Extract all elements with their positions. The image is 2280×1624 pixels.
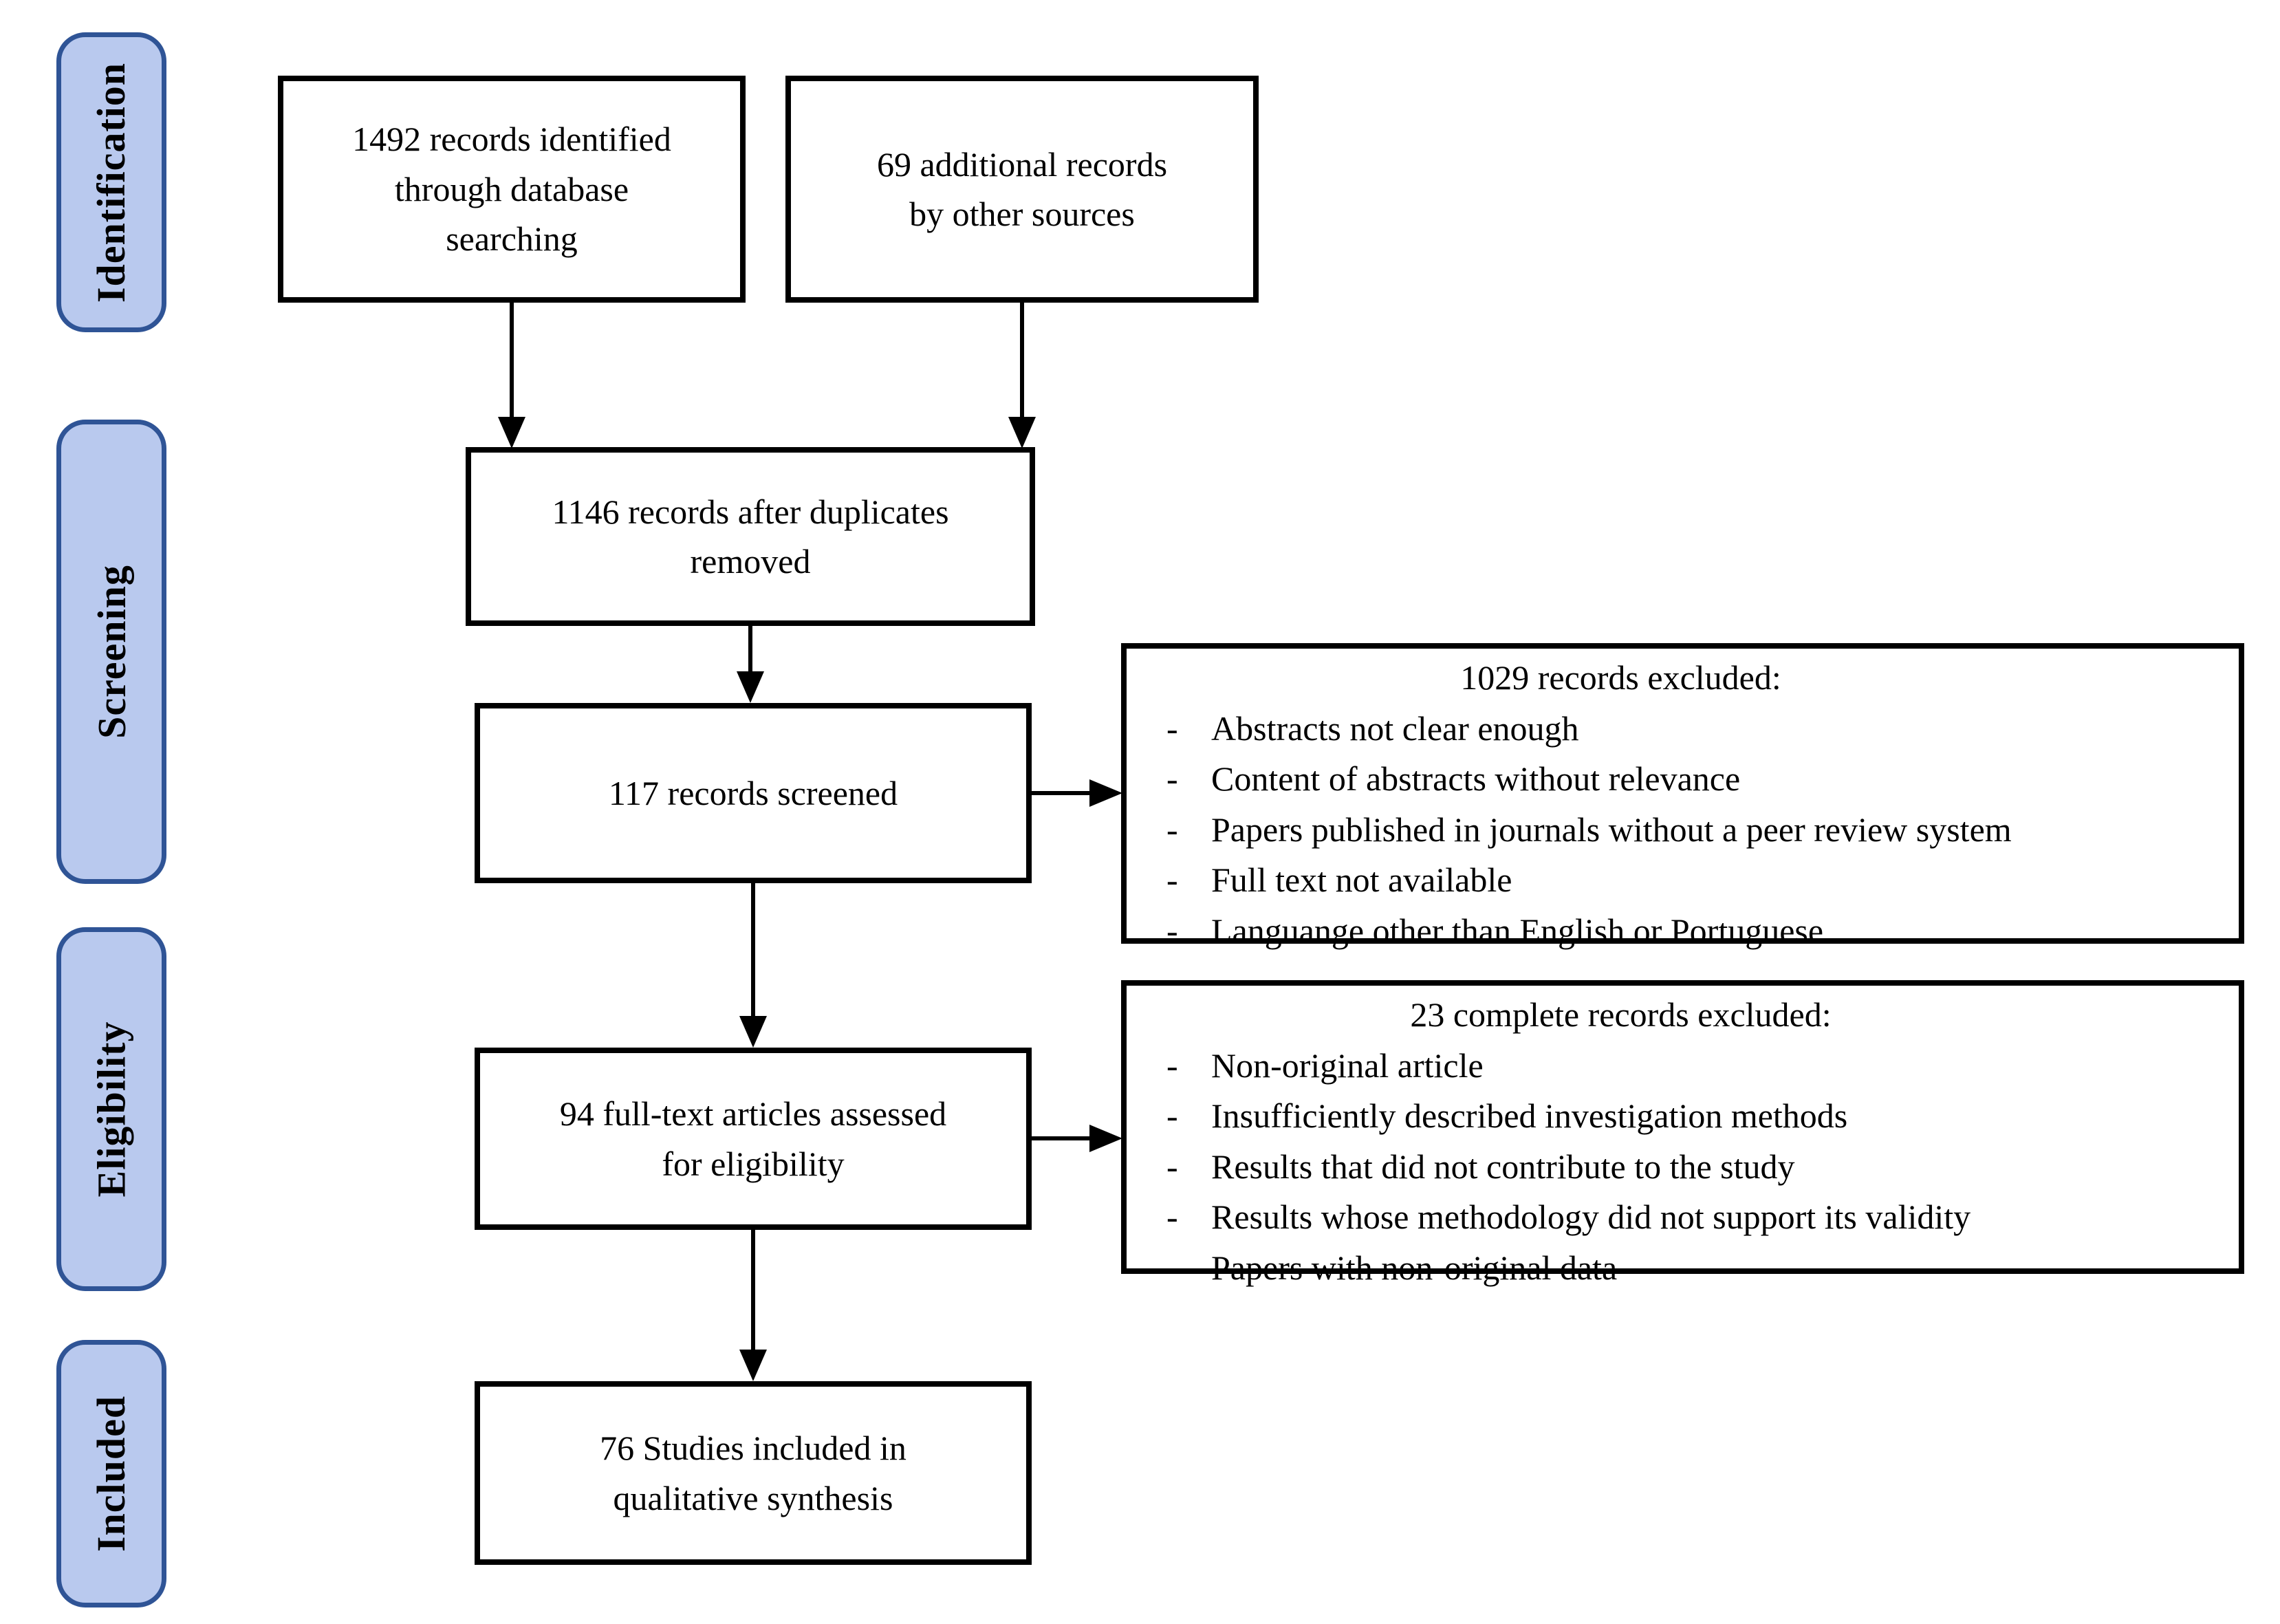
box-records-identified-text: 1492 records identified through database…: [352, 114, 671, 264]
arrow-additional-to-deduplicated: [1008, 303, 1036, 448]
text-line: 1492 records identified: [352, 120, 671, 159]
arrow-identified-to-deduplicated: [498, 303, 525, 448]
exclusion-item: Results whose methodology did not suppor…: [1146, 1192, 2219, 1243]
stage-pill-screening: Screening: [56, 420, 166, 884]
exclusion-item: Papers published in journals without a p…: [1146, 805, 2219, 856]
box-duplicates-removed-text: 1146 records after duplicates removed: [552, 487, 948, 587]
box-studies-included-text: 76 Studies included in qualitative synth…: [600, 1423, 906, 1523]
text-line: for eligibility: [662, 1144, 845, 1183]
box-additional-records: 69 additional records by other sources: [785, 76, 1259, 303]
box-fulltext-assessed-text: 94 full-text articles assessed for eligi…: [560, 1089, 946, 1189]
arrow-fulltext-to-excluded: [1032, 1125, 1122, 1152]
arrow-fulltext-to-included: [739, 1230, 767, 1381]
arrow-deduplicated-to-screened: [737, 626, 764, 703]
text-line: through database: [394, 169, 629, 208]
exclusion-item: Abstracts not clear enough: [1146, 704, 2219, 755]
text-line: qualitative synthesis: [613, 1478, 893, 1517]
text-line: 117 records screened: [608, 773, 898, 812]
box-records-screened-text: 117 records screened: [609, 768, 898, 819]
box-additional-records-text: 69 additional records by other sources: [877, 140, 1167, 239]
stage-pill-included: Included: [56, 1340, 166, 1607]
text-line: by other sources: [909, 195, 1135, 233]
exclusion-item: Papers with non-original data: [1146, 1243, 2219, 1294]
stage-pill-identification: Identification: [56, 32, 166, 332]
box-records-screened: 117 records screened: [475, 703, 1032, 883]
exclusion-item: Languange other than English or Portugue…: [1146, 906, 2219, 957]
exclusion-item: Full text not available: [1146, 855, 2219, 906]
arrow-screened-to-fulltext: [739, 883, 767, 1048]
exclusion-item: Insufficiently described investigation m…: [1146, 1091, 2219, 1142]
text-line: 1146 records after duplicates: [552, 492, 949, 531]
exclusion-item: Results that did not contribute to the s…: [1146, 1142, 2219, 1193]
text-line: 94 full-text articles assessed: [559, 1094, 947, 1133]
text-line: searching: [446, 219, 578, 259]
box-records-excluded-screening: 1029 records excluded: Abstracts not cle…: [1121, 643, 2244, 956]
box-fulltext-assessed: 94 full-text articles assessed for eligi…: [475, 1048, 1032, 1230]
text-line: removed: [690, 542, 811, 581]
arrow-screened-to-excluded: [1032, 779, 1122, 807]
exclusion-title: 23 complete records excluded:: [1410, 995, 1832, 1034]
text-line: 76 Studies included in: [600, 1429, 906, 1467]
exclusion-item: Non-original article: [1146, 1041, 2219, 1092]
stage-pill-eligibility: Eligibility: [56, 927, 166, 1291]
box-duplicates-removed: 1146 records after duplicates removed: [466, 447, 1035, 626]
box-records-excluded-eligibility: 23 complete records excluded: Non-origin…: [1121, 980, 2244, 1293]
exclusion-item: Content of abstracts without relevance: [1146, 754, 2219, 805]
box-studies-included: 76 Studies included in qualitative synth…: [475, 1381, 1032, 1565]
box-records-identified: 1492 records identified through database…: [278, 76, 746, 303]
text-line: 69 additional records: [876, 144, 1168, 184]
exclusion-title: 1029 records excluded:: [1460, 658, 1781, 697]
